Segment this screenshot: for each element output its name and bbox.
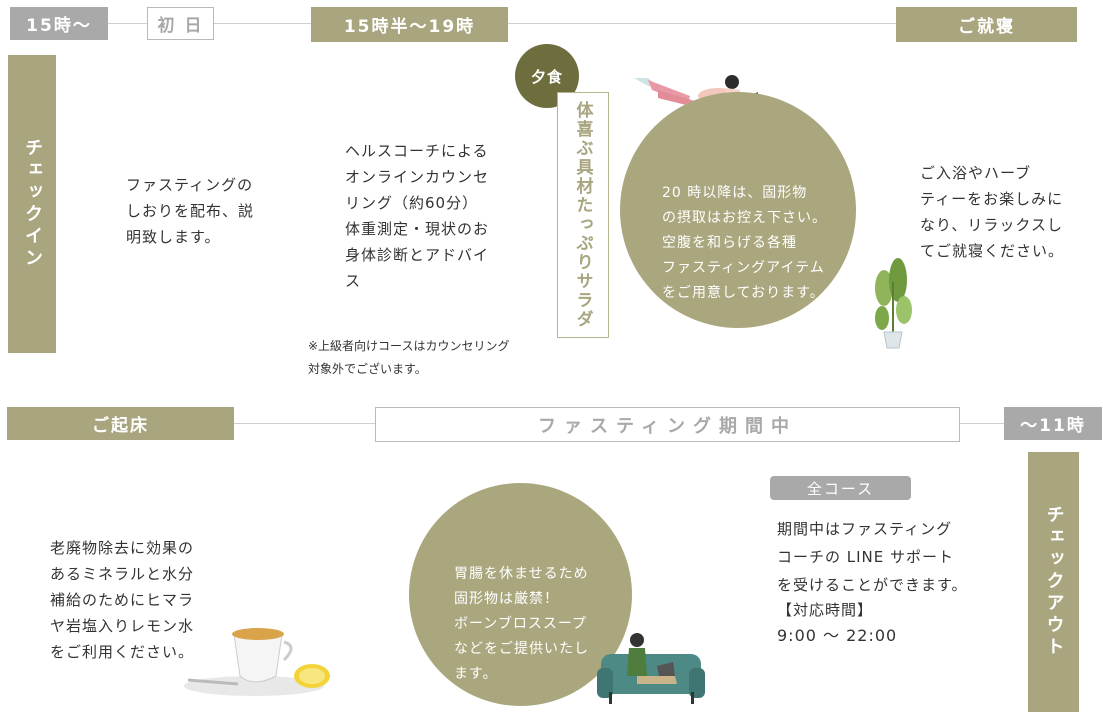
counseling-note: ※上級者向けコースはカウンセリング 対象外でございます。 [308, 339, 510, 376]
first-day-label: 初 日 [157, 16, 204, 36]
time-end-label: 〜11時 [1020, 416, 1086, 436]
bedtime-label: ご就寝 [958, 17, 1015, 37]
all-course-pill: 全コース [770, 476, 911, 500]
fasting-period-tag: ファスティング期間中 [375, 407, 960, 442]
checkout-label: チェックアウト [1043, 505, 1065, 659]
evening-info-text: 20 時以降は、固形物 の摂取はお控え下さい。 空腹を和らげる各種 ファスティン… [662, 185, 827, 301]
bedtime-tag: ご就寝 [896, 7, 1077, 42]
plant-illustration [875, 258, 912, 349]
support-hours: 9:00 〜 22:00 [777, 626, 898, 645]
time-end-tag: 〜11時 [1004, 407, 1102, 440]
all-course-label: 全コース [806, 479, 875, 498]
person-sofa-illustration [597, 633, 705, 704]
time-start-label: 15時〜 [26, 16, 92, 36]
time-start-tag: 15時〜 [10, 7, 108, 40]
support-description: 期間中はファスティング コーチの LINE サポート を受けることができます。 [777, 520, 968, 594]
counseling-description: ヘルスコーチによる オンラインカウンセ リング（約60分） 体重測定・現状のお … [345, 142, 490, 290]
dinner-menu-label: 体喜ぶ具材たっぷりサラダ [572, 101, 593, 329]
time-range-label: 15時半〜19時 [343, 17, 476, 37]
time-range-tag: 15時半〜19時 [311, 7, 508, 42]
dinner-menu-box: 体喜ぶ具材たっぷりサラダ [557, 92, 609, 338]
first-day-tag: 初 日 [147, 7, 214, 40]
checkin-bar: チェックイン [8, 55, 56, 353]
checkin-description: ファスティングの しおりを配布、説 明致します。 [126, 176, 255, 246]
fasting-info-text: 胃腸を休ませるため 固形物は厳禁！ ボーンブロススープ などをご提供いたし ます… [454, 566, 589, 682]
wake-label: ご起床 [92, 416, 149, 436]
fasting-info-circle: 胃腸を休ませるため 固形物は厳禁！ ボーンブロススープ などをご提供いたし ます… [409, 483, 632, 706]
checkout-bar: チェックアウト [1028, 452, 1079, 712]
tea-cup-illustration [184, 628, 330, 696]
bedtime-description: ご入浴やハーブ ティーをお楽しみに なり、リラックスし てご就寝ください。 [920, 164, 1065, 260]
checkin-label: チェックイン [22, 138, 43, 270]
wake-tag: ご起床 [7, 407, 234, 440]
dinner-badge-label: 夕食 [530, 67, 563, 86]
support-hours-label: 【対応時間】 [777, 601, 874, 619]
fasting-period-label: ファスティング期間中 [538, 415, 797, 437]
morning-description: 老廃物除去に効果の あるミネラルと水分 補給のためにヒマラ ヤ岩塩入りレモン水 … [50, 539, 195, 661]
evening-info-circle: 20 時以降は、固形物 の摂取はお控え下さい。 空腹を和らげる各種 ファスティン… [620, 92, 856, 328]
